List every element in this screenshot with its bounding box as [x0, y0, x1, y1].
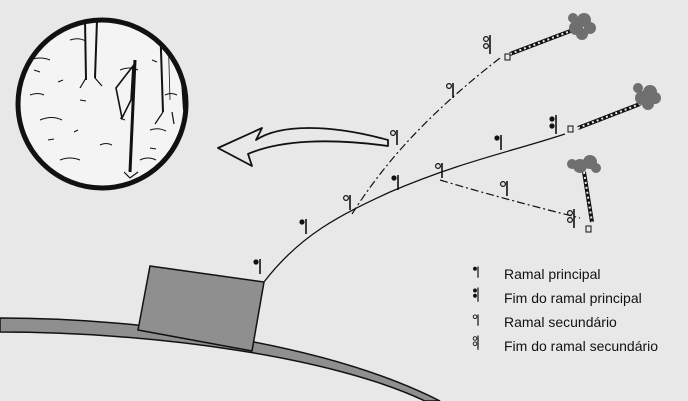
main-trail-path	[263, 133, 566, 283]
stake-solid-icon	[493, 134, 502, 151]
legend-label: Fim do ramal secundário	[504, 338, 659, 354]
stake-double-open-icon	[566, 208, 575, 229]
stake-double-solid-icon	[473, 287, 479, 302]
stake-solid-icon	[473, 266, 479, 278]
stake-open-icon	[472, 314, 479, 326]
stump-marker	[567, 125, 574, 133]
felled-tree-icon	[577, 83, 661, 130]
secondary-trail-upper	[351, 57, 501, 215]
felled-tree-icon	[567, 155, 601, 223]
felled-tree-icon	[509, 13, 596, 56]
stake-solid-icon	[390, 174, 399, 191]
log-landing	[137, 265, 265, 352]
stake-double-open-icon	[482, 34, 491, 55]
legend-label: Fim do ramal principal	[504, 290, 642, 306]
stump-marker	[585, 225, 592, 233]
stake-open-icon	[499, 180, 508, 197]
stake-solid-icon	[298, 218, 307, 235]
stump-marker	[504, 53, 511, 61]
stake-open-icon	[434, 162, 443, 179]
stake-solid-icon	[252, 258, 261, 275]
curved-arrow-icon	[217, 127, 389, 167]
magnifier-inset	[15, 17, 189, 191]
stake-open-icon	[389, 129, 398, 146]
secondary-trail-lower	[439, 179, 581, 219]
legend-label: Ramal principal	[504, 266, 601, 282]
stake-double-open-icon	[472, 335, 479, 350]
stake-open-icon	[342, 194, 351, 211]
stake-open-icon	[445, 82, 454, 99]
legend-label: Ramal secundário	[504, 314, 617, 330]
stake-double-solid-icon	[548, 114, 557, 135]
